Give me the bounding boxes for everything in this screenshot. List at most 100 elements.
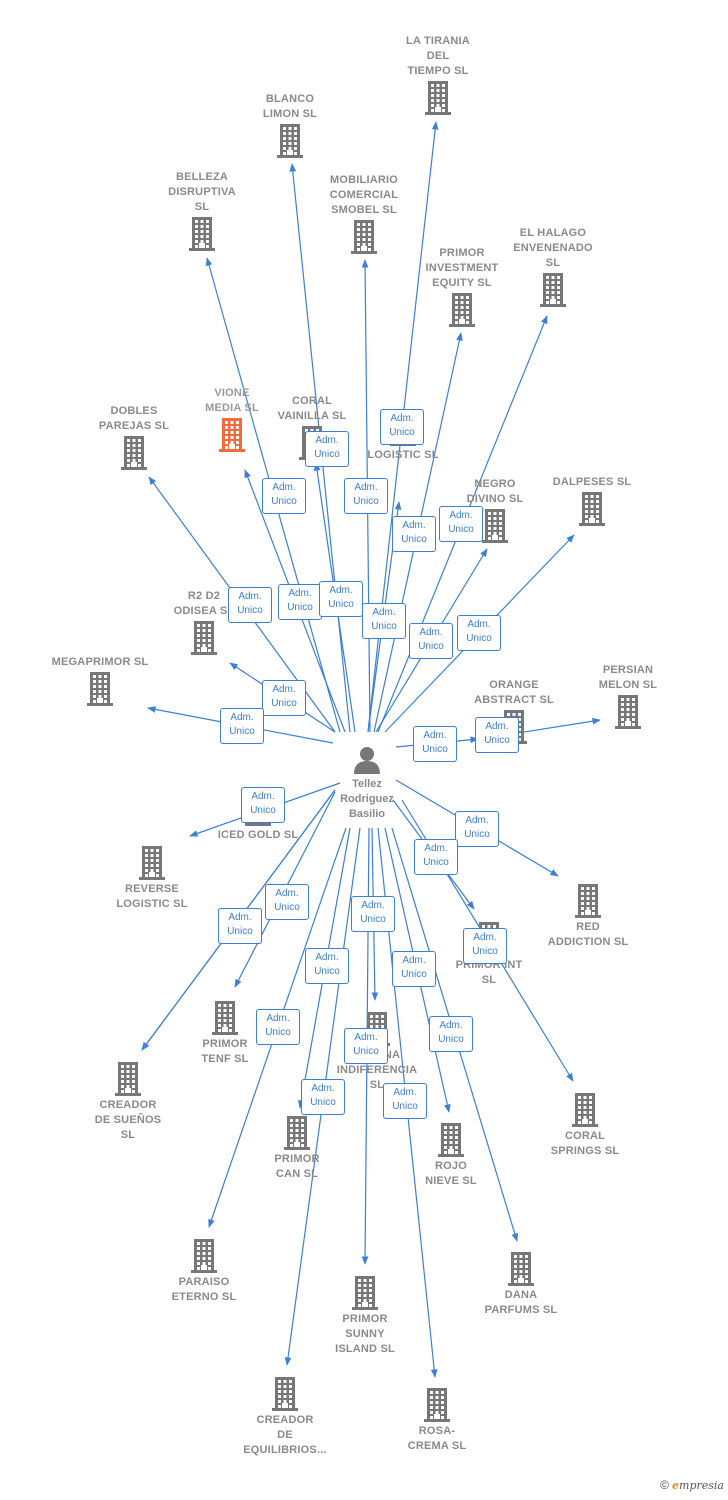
company-label: PERSIAN MELON SL	[598, 664, 658, 691]
building-icon	[139, 846, 165, 880]
company-label: BLANCO LIMON SL	[262, 93, 318, 120]
company-label: PRIMOR SUNNY ISLAND SL	[335, 1313, 395, 1355]
role-badge-megaprimor[interactable]: Adm. Unico	[220, 708, 264, 744]
company-node-vione[interactable]: VIONE MEDIA SL	[172, 386, 292, 454]
company-label: MOBILIARIO COMERCIAL SMOBEL SL	[329, 174, 399, 216]
role-badge-text: Adm. Unico	[250, 791, 276, 816]
company-node-blanco-limon[interactable]: BLANCO LIMON SL	[230, 92, 350, 160]
role-badge-primor-can[interactable]: Adm. Unico	[305, 948, 349, 984]
company-label: RED ADDICTION SL	[547, 921, 629, 948]
role-badge-logistic[interactable]: Adm. Unico	[362, 603, 406, 639]
role-badge-r2d2[interactable]: Adm. Unico	[262, 680, 306, 716]
company-node-megaprimor[interactable]: MEGAPRIMOR SL	[40, 655, 160, 708]
person-node[interactable]: Tellez Rodriguez Basilio	[312, 745, 422, 822]
company-node-coral-springs[interactable]: CORAL SPRINGS SL	[525, 1091, 645, 1159]
role-badge-coral-vainilla[interactable]: Adm. Unico	[319, 581, 363, 617]
company-node-creador-equilibrios[interactable]: CREADOR DE EQUILIBRIOS...	[225, 1375, 345, 1458]
role-badge-persian[interactable]: Adm. Unico	[475, 717, 519, 753]
building-icon	[277, 124, 303, 158]
role-badge-creador-suenos[interactable]: Adm. Unico	[218, 908, 262, 944]
building-icon	[284, 1116, 310, 1150]
role-badge-text: Adm. Unico	[229, 712, 255, 737]
role-badge-rojo-nieve[interactable]: Adm. Unico	[392, 951, 436, 987]
company-node-dana[interactable]: DANA PARFUMS SL	[461, 1250, 581, 1318]
role-badge-paraiso[interactable]: Adm. Unico	[256, 1009, 300, 1045]
role-badge-iced-gold[interactable]: Adm. Unico	[241, 787, 285, 823]
role-badge-el-halago[interactable]: Adm. Unico	[392, 516, 436, 552]
company-node-primor-sunny[interactable]: PRIMOR SUNNY ISLAND SL	[305, 1274, 425, 1357]
role-badge-text: Adm. Unico	[353, 482, 379, 507]
building-icon	[191, 621, 217, 655]
company-node-primor-tenf[interactable]: PRIMOR TENF SL	[165, 999, 285, 1067]
building-icon	[212, 1001, 238, 1035]
company-label: PRIMOR INVESTMENT EQUITY SL	[425, 247, 499, 289]
company-node-creador-suenos[interactable]: CREADOR DE SUEÑOS SL	[68, 1060, 188, 1143]
company-label: CORAL VAINILLA SL	[277, 395, 347, 422]
role-badge-dana[interactable]: Adm. Unico	[429, 1016, 473, 1052]
role-badge-text: Adm. Unico	[314, 435, 340, 460]
role-badge-text: Adm. Unico	[227, 912, 253, 937]
role-badge-creador-equilibrios[interactable]: Adm. Unico	[301, 1079, 345, 1115]
company-label: CORAL SPRINGS SL	[550, 1130, 620, 1157]
role-badge-text: Adm. Unico	[484, 721, 510, 746]
company-node-rosa-crema[interactable]: ROSA- CREMA SL	[377, 1386, 497, 1454]
company-label: NEGRO DIVINO SL	[466, 478, 524, 505]
role-badge-dobles-parejas[interactable]: Adm. Unico	[228, 587, 272, 623]
company-node-dobles-parejas[interactable]: DOBLES PAREJAS SL	[74, 404, 194, 472]
company-node-la-tirania[interactable]: LA TIRANIA DEL TIEMPO SL	[378, 34, 498, 117]
role-badge-text: Adm. Unico	[464, 815, 490, 840]
role-badge-negro-divino[interactable]: Adm. Unico	[409, 623, 453, 659]
building-icon	[351, 220, 377, 254]
company-label: EL HALAGO ENVENENADO SL	[513, 227, 593, 269]
role-badge-vione[interactable]: Adm. Unico	[278, 584, 322, 620]
role-badge-primor-tenf[interactable]: Adm. Unico	[265, 884, 309, 920]
role-badge-text: Adm. Unico	[418, 627, 444, 652]
role-badge-eterna[interactable]: Adm. Unico	[351, 896, 395, 932]
brand-rest: mpresia	[679, 1479, 724, 1492]
role-badge-red-addiction[interactable]: Adm. Unico	[455, 811, 499, 847]
role-badge-text: Adm. Unico	[401, 520, 427, 545]
building-icon	[425, 81, 451, 115]
building-icon	[572, 1093, 598, 1127]
role-badge-text: Adm. Unico	[265, 1013, 291, 1038]
company-node-belleza[interactable]: BELLEZA DISRUPTIVA SL	[142, 170, 262, 253]
company-label: PARAISO ETERNO SL	[171, 1276, 237, 1303]
building-icon	[219, 418, 245, 452]
company-node-dalpeses[interactable]: DALPESES SL	[532, 475, 652, 528]
company-node-primor-investment[interactable]: PRIMOR INVESTMENT EQUITY SL	[402, 246, 522, 329]
role-badge-text: Adm. Unico	[310, 1083, 336, 1108]
role-badge-text: Adm. Unico	[274, 888, 300, 913]
footer-brand: © empresia	[660, 1478, 724, 1492]
company-node-paraiso[interactable]: PARAISO ETERNO SL	[144, 1237, 264, 1305]
company-label: ROJO NIEVE SL	[425, 1160, 477, 1187]
role-badge-mobiliario[interactable]: Adm. Unico	[344, 478, 388, 514]
role-badge-orange[interactable]: Adm. Unico	[413, 726, 457, 762]
role-badge-text: Adm. Unico	[392, 1087, 418, 1112]
role-badge-text: Adm. Unico	[371, 607, 397, 632]
company-label: DANA PARFUMS SL	[484, 1289, 558, 1316]
company-node-red-addiction[interactable]: RED ADDICTION SL	[528, 882, 648, 950]
role-badge-blanco-limon[interactable]: Adm. Unico	[305, 431, 349, 467]
company-node-el-halago[interactable]: EL HALAGO ENVENENADO SL	[493, 226, 613, 309]
role-badge-dalpeses[interactable]: Adm. Unico	[457, 615, 501, 651]
company-node-mobiliario[interactable]: MOBILIARIO COMERCIAL SMOBEL SL	[304, 173, 424, 256]
company-node-reverse[interactable]: REVERSE LOGISTIC SL	[92, 844, 212, 912]
role-badge-primor-investment[interactable]: Adm. Unico	[439, 506, 483, 542]
company-node-persian[interactable]: PERSIAN MELON SL	[568, 663, 688, 731]
role-badge-primor-sunny[interactable]: Adm. Unico	[344, 1028, 388, 1064]
role-badge-coral-springs[interactable]: Adm. Unico	[463, 928, 507, 964]
role-badge-rosa-crema[interactable]: Adm. Unico	[383, 1083, 427, 1119]
building-icon	[87, 672, 113, 706]
company-label: PRIMOR TENF SL	[201, 1038, 249, 1065]
company-node-negro-divino[interactable]: NEGRO DIVINO SL	[435, 477, 555, 545]
company-label: DALPESES SL	[552, 476, 632, 488]
company-node-primor-can[interactable]: PRIMOR CAN SL	[237, 1114, 357, 1182]
building-icon	[115, 1062, 141, 1096]
role-badge-belleza[interactable]: Adm. Unico	[262, 478, 306, 514]
brand-initial: e	[672, 1479, 680, 1492]
company-label: CREADOR DE SUEÑOS SL	[94, 1099, 162, 1141]
company-label: VIONE MEDIA SL	[205, 387, 259, 414]
company-node-rojo-nieve[interactable]: ROJO NIEVE SL	[391, 1121, 511, 1189]
role-badge-primor-int[interactable]: Adm. Unico	[414, 839, 458, 875]
role-badge-la-tirania[interactable]: Adm. Unico	[380, 409, 424, 445]
